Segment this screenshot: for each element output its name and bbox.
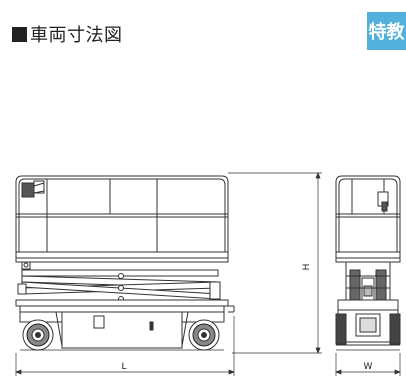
side-platform: [15, 251, 229, 270]
square-bullet-icon: [12, 27, 27, 42]
front-lift-column: [345, 261, 391, 301]
page-title-text: 車両寸法図: [30, 25, 123, 46]
length-dimension: [15, 316, 235, 376]
control-box: [21, 180, 45, 198]
wheel-front: [22, 319, 54, 351]
front-control-box: [377, 191, 389, 212]
front-chassis: [335, 299, 401, 346]
wheel-rear: [188, 319, 220, 351]
category-badge: 特教: [367, 12, 406, 50]
height-label: H: [302, 264, 312, 271]
width-label: W: [364, 362, 373, 372]
page-title: 車両寸法図: [12, 21, 123, 47]
category-badge-label: 特教: [368, 22, 405, 43]
side-chassis: [15, 299, 235, 349]
scissor-arms: [17, 269, 221, 302]
front-view: [335, 175, 401, 351]
side-guard-rail: [15, 175, 229, 252]
side-view: [15, 175, 235, 351]
front-guard-rail: [335, 175, 401, 252]
height-dimension: [228, 172, 322, 354]
length-label: L: [121, 362, 126, 372]
width-dimension: [335, 353, 401, 376]
